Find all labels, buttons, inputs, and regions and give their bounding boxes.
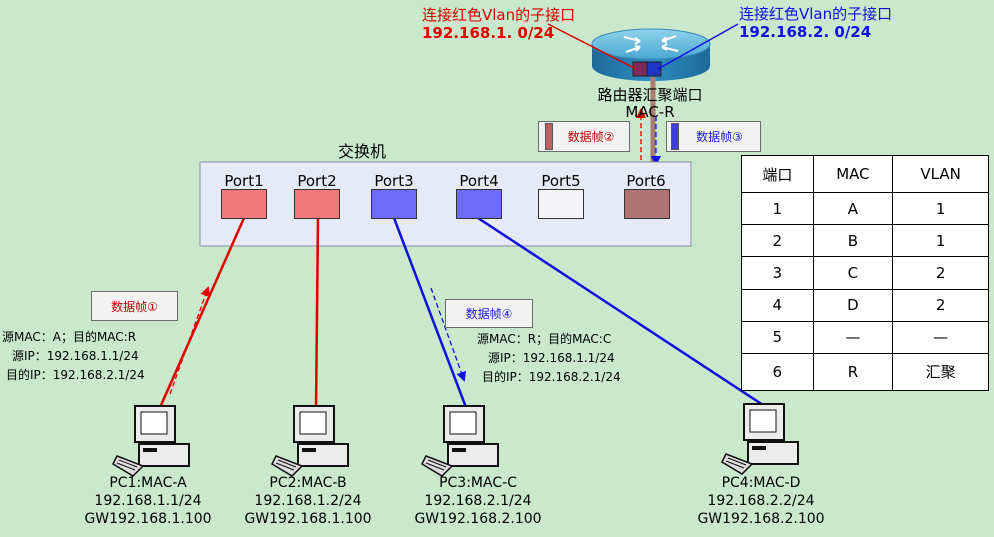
pc3-gateway: GW192.168.2.100 xyxy=(414,511,542,527)
pc4-ip: 192.168.2.2/24 xyxy=(707,493,815,509)
pc2-gateway: GW192.168.1.100 xyxy=(244,511,372,527)
port5[interactable] xyxy=(538,189,584,219)
table-row: 4 D 2 xyxy=(741,288,989,322)
pc3-label: PC3:MAC-C 192.168.2.1/24 GW192.168.2.100 xyxy=(414,474,541,528)
pc3-ip: 192.168.2.1/24 xyxy=(424,493,532,509)
frame1-label: 数据帧① xyxy=(111,299,158,314)
table-cell-mac: R xyxy=(812,352,894,392)
pc1-ip: 192.168.1.1/24 xyxy=(94,493,202,509)
table-cell-port: 1 xyxy=(741,192,814,226)
table-cell-mac: D xyxy=(812,288,894,322)
frame1-arrow xyxy=(169,286,211,395)
table-cell-port: 4 xyxy=(741,288,814,322)
pc2-label: PC2:MAC-B 192.168.1.2/24 GW192.168.1.100 xyxy=(244,474,371,528)
table-cell-port: 2 xyxy=(741,224,814,258)
frame2-label: 数据帧② xyxy=(567,130,615,144)
frame4-arrow xyxy=(430,287,467,382)
port6-label: Port6 xyxy=(626,172,666,190)
blue-subif-network: 192.168.2. 0/24 xyxy=(739,23,872,41)
table-cell-vlan: 1 xyxy=(892,224,989,258)
port5-label: Port5 xyxy=(541,172,581,190)
table-header-port: 端口 xyxy=(741,154,814,194)
frame4-label: 数据帧④ xyxy=(465,307,513,321)
table-header-vlan: VLAN xyxy=(892,154,989,194)
pc2-name: PC2:MAC-B xyxy=(269,475,347,491)
table-cell-mac: C xyxy=(812,256,894,290)
table-row: 3 C 2 xyxy=(741,256,989,290)
frame3-tag: 数据帧③ xyxy=(666,121,761,152)
table-header-row: 端口 MAC VLAN xyxy=(741,154,989,194)
frame2-tag-stripe xyxy=(545,123,553,150)
port1-label: Port1 xyxy=(224,172,264,190)
table-cell-vlan: 1 xyxy=(892,192,989,226)
link-pc3-port3 xyxy=(392,217,469,411)
table-cell-port: 6 xyxy=(741,352,814,392)
port2-label: Port2 xyxy=(297,172,337,190)
port1[interactable] xyxy=(221,189,267,219)
pc4-name: PC4:MAC-D xyxy=(721,475,801,491)
frame4-src-ip: 源IP：192.168.1.1/24 xyxy=(488,351,615,365)
router-mac-label: MAC-R xyxy=(625,103,675,121)
blue-subif-pointer xyxy=(657,23,739,70)
frame4-src-mac: 源MAC：R；目的MAC:C xyxy=(477,332,612,346)
switch-body xyxy=(199,161,692,247)
port4-label: Port4 xyxy=(459,172,499,190)
pc2-computer-icon xyxy=(271,405,349,477)
table-row: 2 B 1 xyxy=(741,224,989,258)
red-subif-network: 192.168.1. 0/24 xyxy=(422,24,555,42)
frame3-label: 数据帧③ xyxy=(696,130,743,144)
frame1-dst-ip: 目的IP：192.168.2.1/24 xyxy=(6,368,145,382)
frame4-dst-ip: 目的IP：192.168.2.1/24 xyxy=(482,370,621,384)
pc1-gateway: GW192.168.1.100 xyxy=(84,511,212,527)
table-cell-vlan: — xyxy=(892,320,989,354)
table-cell-port: 5 xyxy=(741,320,814,354)
mac-vlan-table: 端口 MAC VLAN 1 A 1 2 B 1 3 C 2 4 D 2 5 — … xyxy=(741,154,989,392)
table-row: 6 R 汇聚 xyxy=(741,352,989,392)
table-header-mac: MAC xyxy=(812,154,894,194)
pc1-label: PC1:MAC-A 192.168.1.1/24 GW192.168.1.100 xyxy=(84,474,211,528)
link-pc1-port1 xyxy=(156,217,246,413)
table-cell-mac: A xyxy=(812,192,894,226)
table-cell-vlan: 2 xyxy=(892,256,989,290)
pc3-name: PC3:MAC-C xyxy=(439,475,517,491)
port3-label: Port3 xyxy=(374,172,414,190)
table-cell-mac: — xyxy=(812,320,894,354)
port4[interactable] xyxy=(456,189,502,219)
frame1-src-ip: 源IP：192.168.1.1/24 xyxy=(12,349,139,363)
blue-subif-label: 连接红色Vlan的子接口 xyxy=(739,5,893,23)
red-subif-label: 连接红色Vlan的子接口 xyxy=(422,6,576,24)
table-row: 5 — — xyxy=(741,320,989,354)
pc4-computer-icon xyxy=(721,403,799,475)
table-cell-vlan: 2 xyxy=(892,288,989,322)
frame3-tag-stripe xyxy=(671,123,679,150)
pc3-computer-icon xyxy=(421,405,499,477)
table-row: 1 A 1 xyxy=(741,192,989,226)
table-cell-vlan: 汇聚 xyxy=(892,352,989,392)
red-subif-pointer xyxy=(547,23,637,70)
port3[interactable] xyxy=(371,189,417,219)
pc4-label: PC4:MAC-D 192.168.2.2/24 GW192.168.2.100 xyxy=(697,474,824,528)
switch-title: 交换机 xyxy=(338,142,387,161)
table-cell-port: 3 xyxy=(741,256,814,290)
link-pc4-port4 xyxy=(477,216,767,409)
pc1-computer-icon xyxy=(112,405,190,477)
link-pc2-port2 xyxy=(314,217,320,411)
frame1-tag: 数据帧① xyxy=(91,291,178,321)
frame2-tag: 数据帧② xyxy=(538,121,630,152)
pc4-gateway: GW192.168.2.100 xyxy=(697,511,825,527)
frame4-tag: 数据帧④ xyxy=(445,299,533,328)
pc2-ip: 192.168.1.2/24 xyxy=(254,493,362,509)
router-port-label: 路由器汇聚端口 xyxy=(597,86,703,104)
port2[interactable] xyxy=(294,189,340,219)
table-cell-mac: B xyxy=(812,224,894,258)
blue-subinterface xyxy=(646,61,662,77)
port6[interactable] xyxy=(624,189,670,219)
pc1-name: PC1:MAC-A xyxy=(109,475,187,491)
frame1-src-mac: 源MAC：A；目的MAC:R xyxy=(2,330,137,344)
